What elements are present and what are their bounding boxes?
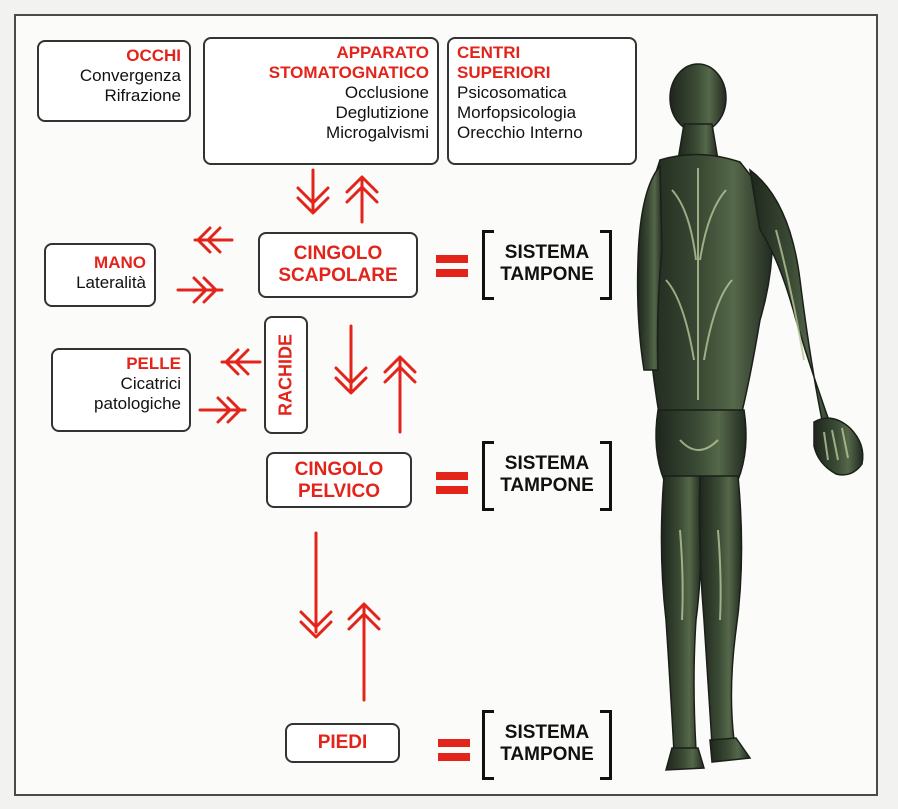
centri-title: SUPERIORI [457, 63, 551, 82]
apparato-line: Microgalvismi [326, 123, 429, 142]
piedi-box: PIEDI [285, 723, 400, 763]
mano-title: MANO [94, 253, 146, 272]
arrow-left-icon [193, 226, 234, 254]
cingolo-scapolare-box: CINGOLO SCAPOLARE [258, 232, 418, 298]
equals-sign [436, 472, 468, 500]
arrow-right-icon [198, 396, 247, 424]
mano-line: Lateralità [76, 273, 146, 292]
pelle-line: patologiche [94, 394, 181, 413]
apparato-box: APPARATO STOMATOGNATICO Occlusione Deglu… [203, 37, 439, 165]
centri-title: CENTRI [457, 43, 521, 62]
apparato-title: STOMATOGNATICO [268, 63, 429, 82]
centri-line: Orecchio Interno [457, 123, 583, 142]
piedi-label: PIEDI [317, 732, 368, 753]
rachide-box: RACHIDE [264, 316, 308, 434]
pelle-line: Cicatrici [120, 374, 181, 393]
sistema-tampone-line: SISTEMA [504, 722, 590, 743]
arrow-down-icon [299, 531, 333, 639]
sistema-tampone-line: SISTEMA [504, 242, 590, 263]
arrow-down-icon [296, 168, 330, 215]
arrow-up-icon [383, 355, 417, 434]
occhi-box: OCCHI Convergenza Rifrazione [37, 40, 191, 122]
cingolo-scapolare-line: CINGOLO [293, 243, 383, 264]
apparato-line: Deglutizione [335, 103, 429, 122]
cingolo-pelvico-line: PELVICO [298, 481, 380, 502]
pelle-title: PELLE [126, 354, 181, 373]
arrow-right-icon [176, 276, 224, 304]
occhi-line: Rifrazione [104, 86, 181, 105]
equals-sign [436, 255, 468, 283]
arrow-up-icon [347, 602, 381, 702]
sistema-tampone: SISTEMA TAMPONE [482, 710, 612, 780]
arrow-down-icon [334, 324, 368, 395]
sistema-tampone: SISTEMA TAMPONE [482, 441, 612, 511]
sistema-tampone-line: TAMPONE [500, 744, 594, 765]
apparato-line: Occlusione [344, 83, 429, 102]
sistema-tampone-line: TAMPONE [500, 475, 594, 496]
occhi-title: OCCHI [126, 46, 181, 65]
sistema-tampone: SISTEMA TAMPONE [482, 230, 612, 300]
occhi-line: Convergenza [79, 66, 181, 85]
centri-line: Psicosomatica [457, 83, 567, 102]
mano-box: MANO Lateralità [44, 243, 156, 307]
centri-line: Morfopsicologia [457, 103, 577, 122]
equals-sign [438, 739, 470, 767]
sistema-tampone-line: SISTEMA [504, 453, 590, 474]
cingolo-pelvico-box: CINGOLO PELVICO [266, 452, 412, 508]
arrow-up-icon [345, 175, 379, 224]
anatomy-figure-icon [636, 63, 864, 771]
cingolo-pelvico-line: CINGOLO [294, 459, 384, 480]
centri-box: CENTRI SUPERIORI Psicosomatica Morfopsic… [447, 37, 637, 165]
cingolo-scapolare-line: SCAPOLARE [278, 265, 398, 286]
arrow-left-icon [220, 348, 262, 376]
apparato-title: APPARATO [336, 43, 429, 62]
sistema-tampone-line: TAMPONE [500, 264, 594, 285]
pelle-box: PELLE Cicatrici patologiche [51, 348, 191, 432]
